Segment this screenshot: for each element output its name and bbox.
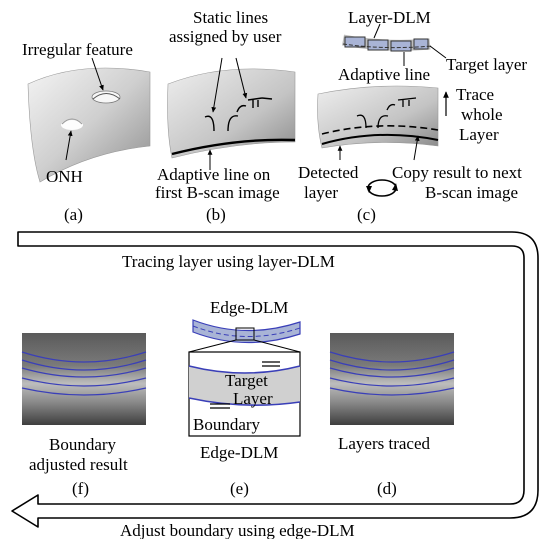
irregular-feature-label: Irregular feature [22, 40, 133, 59]
adaptive-line-label: Adaptive line on [157, 165, 271, 184]
onh-arrow [65, 130, 73, 161]
boundary-label: Boundary [193, 415, 261, 434]
target-layer-bottom-line [188, 397, 301, 406]
static-line [236, 104, 247, 113]
traced-layer-line [329, 351, 455, 363]
trace-label-3: Layer [459, 125, 499, 144]
retina-surface-c [317, 85, 439, 149]
traced-layer-line [329, 359, 455, 371]
detected-layer-label-2: layer [304, 183, 338, 202]
panel-d-caption: (d) [377, 479, 397, 498]
target-layer-label: Target layer [446, 55, 527, 74]
edge-dlm-top-label: Edge-DLM [210, 298, 288, 317]
boundary-line [21, 377, 147, 387]
panel-a: Irregular feature ONH (a) [22, 40, 151, 224]
panel-a-caption: (a) [64, 205, 83, 224]
static-lines-label-2: assigned by user [169, 27, 282, 46]
static-lines-arrow [235, 57, 248, 99]
onh-label: ONH [46, 167, 83, 186]
boundary-adjusted-label-2: adjusted result [29, 455, 128, 474]
panel-e: Edge-DLM Target Layer Boundary Edge-DLM … [188, 298, 301, 498]
panel-b: Static lines assigned by user Adaptive l… [155, 8, 296, 224]
irregular-feature-bump [91, 90, 121, 104]
panel-d: Layers traced (d) [329, 333, 455, 498]
traced-layer-line [329, 387, 455, 396]
boundary-line [21, 351, 147, 363]
layer-dlm-model [341, 34, 433, 52]
static-line [227, 115, 239, 132]
oct-scan-d [330, 333, 454, 425]
detected-layer-label: Detected [298, 163, 359, 182]
copy-result-label-2: B-scan image [425, 183, 518, 202]
target-layer-label-e: Target [225, 371, 268, 390]
oct-scan-f [22, 333, 146, 425]
cycle-icon [366, 179, 398, 197]
target-layer-label-e-2: Layer [233, 389, 273, 408]
layers-traced-label: Layers traced [338, 434, 431, 453]
panel-c-caption: (c) [357, 205, 376, 224]
onh-depression [61, 120, 83, 130]
traced-layer-line [329, 377, 455, 387]
panel-f-caption: (f) [72, 479, 89, 498]
adjust-flow-label: Adjust boundary using edge-DLM [120, 521, 355, 539]
boundary-line [21, 387, 147, 396]
panel-c: Layer-DLM Target layer Adaptive line Tra… [298, 8, 527, 224]
flow-loop-arrow [11, 231, 539, 528]
static-line [247, 97, 263, 108]
adaptive-line-label-2: first B-scan image [155, 183, 280, 202]
boundary-adjusted-label: Boundary [49, 435, 117, 454]
irregular-feature-arrow [91, 57, 104, 91]
trace-label-2: whole [461, 105, 503, 124]
edge-dlm-band [192, 319, 301, 344]
panel-b-caption: (b) [206, 205, 226, 224]
trace-label: Trace [456, 85, 494, 104]
adaptive-line-b [171, 138, 296, 156]
boundary-line [21, 367, 147, 378]
zoom-box [235, 327, 255, 341]
tracing-flow-label: Tracing layer using layer-DLM [122, 252, 335, 271]
target-layer-top-line [188, 365, 301, 374]
panel-f: Boundary adjusted result (f) [21, 333, 147, 498]
edge-dlm-bottom-label: Edge-DLM [200, 443, 278, 462]
static-lines-arrow [211, 57, 223, 113]
detected-layer-dashed [321, 125, 439, 135]
panel-e-caption: (e) [230, 479, 249, 498]
copy-result-label: Copy result to next [392, 163, 522, 182]
adaptive-line-label-c: Adaptive line [338, 65, 430, 84]
static-lines-label: Static lines [193, 8, 268, 27]
boundary-line [21, 359, 147, 371]
retina-surface-b [167, 68, 296, 159]
traced-layer-line [329, 367, 455, 378]
layer-dlm-label: Layer-DLM [348, 8, 431, 27]
static-line [204, 115, 215, 132]
retina-surface-a [27, 67, 151, 183]
